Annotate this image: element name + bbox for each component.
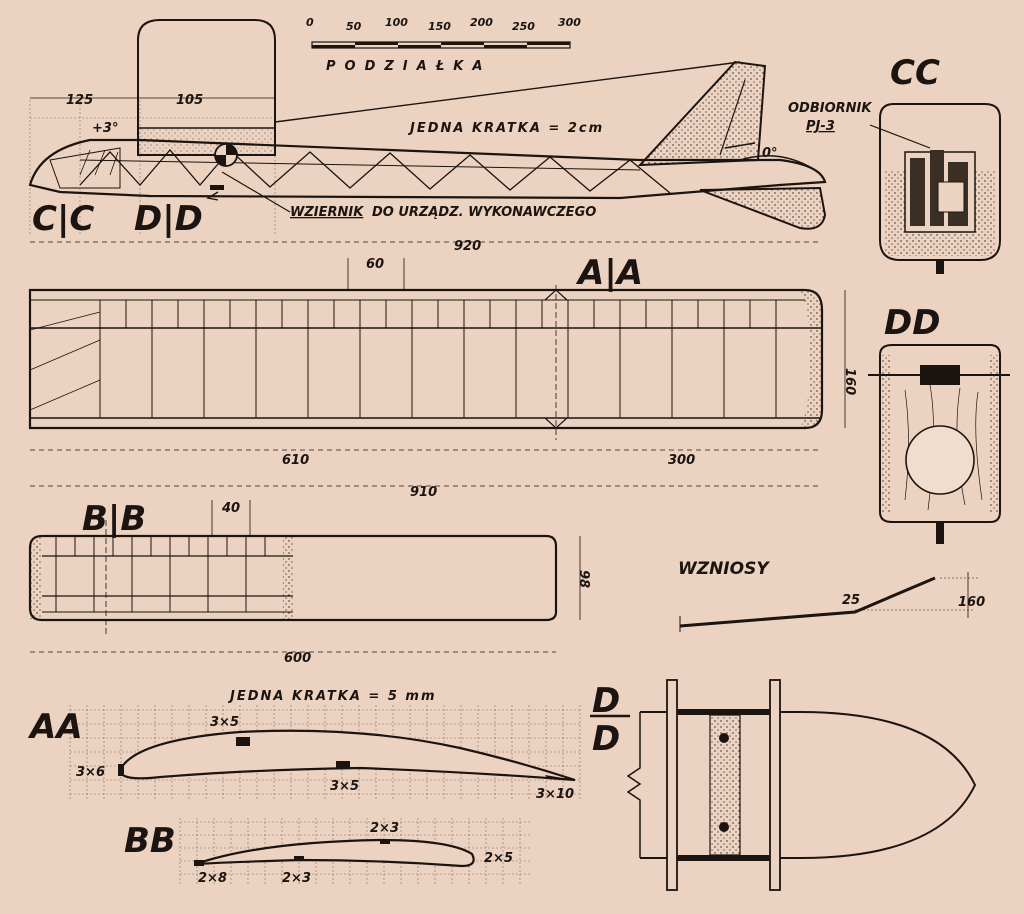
scale-tick-200: 200 bbox=[470, 16, 493, 29]
airfoil-aa-title: AA bbox=[27, 707, 83, 747]
stabilizer-span: 600 bbox=[284, 651, 311, 666]
aa-spar-top: 3×5 bbox=[210, 715, 239, 730]
scale-bar: 0 50 100 150 200 250 300 PODZIAŁKA bbox=[306, 16, 581, 74]
wing-section-label-aa: A|A bbox=[575, 253, 643, 293]
detail-d-view: D D bbox=[590, 679, 977, 891]
scale-label: PODZIAŁKA bbox=[326, 59, 491, 74]
section-label-dd: D|D bbox=[134, 199, 203, 239]
wing-incidence-angle: +3° bbox=[92, 121, 118, 136]
detail-d-title-bottom: D bbox=[592, 719, 620, 759]
airfoil-bb-title: BB bbox=[124, 821, 176, 861]
stabilizer-chord: 98 bbox=[576, 570, 591, 588]
dd-section-view: DD bbox=[868, 303, 1010, 544]
cc-section-view: CC ODBIORNIK PJ-3 bbox=[788, 53, 1001, 274]
airfoil-bb: BB 2×3 2×5 2×8 2×3 bbox=[124, 818, 530, 886]
aa-leading-edge: 3×6 bbox=[76, 765, 105, 780]
scale-tick-50: 50 bbox=[346, 20, 362, 33]
airfoil-aa: JEDNA KRATKA = 5 mm AA 3×5 3×6 3×5 3×10 bbox=[27, 689, 581, 802]
scale-tick-300: 300 bbox=[558, 16, 581, 29]
scale-tick-250: 250 bbox=[512, 20, 535, 33]
bb-leading-edge: 2×8 bbox=[198, 871, 227, 886]
wing-plan-view: A|A 60 160 610 300 910 bbox=[28, 253, 857, 500]
detail-d-title-top: D bbox=[592, 681, 620, 721]
airfoil-grid-note: JEDNA KRATKA = 5 mm bbox=[227, 689, 437, 704]
dim-125: 125 bbox=[66, 93, 93, 108]
section-label-cc: C|C bbox=[32, 199, 94, 239]
stabilizer-section-label-bb: B|B bbox=[82, 499, 146, 539]
bb-trailing-edge: 2×5 bbox=[484, 851, 513, 866]
tail-incidence-angle: 0° bbox=[762, 146, 778, 161]
wing-span-total: 910 bbox=[410, 485, 437, 500]
scale-tick-150: 150 bbox=[428, 20, 451, 33]
dihedral-rise: 25 bbox=[842, 593, 860, 608]
wing-span-outer: 300 bbox=[668, 453, 695, 468]
aa-spar-bottom: 3×5 bbox=[330, 779, 359, 794]
bb-spar-top: 2×3 bbox=[370, 821, 399, 836]
wing-chord: 160 bbox=[842, 368, 857, 395]
peephole-label: WZIERNIK bbox=[290, 205, 364, 220]
aa-trailing-edge: 3×10 bbox=[536, 787, 574, 802]
dim-105: 105 bbox=[176, 93, 203, 108]
dihedral-title: WZNIOSY bbox=[678, 559, 770, 579]
receiver-model: PJ-3 bbox=[806, 119, 835, 134]
fuselage-length: 920 bbox=[454, 239, 481, 254]
peephole-description: DO URZĄDZ. WYKONAWCZEGO bbox=[372, 205, 596, 220]
dihedral-diagram: WZNIOSY 25 160 bbox=[678, 559, 985, 632]
receiver-label: ODBIORNIK bbox=[788, 101, 872, 116]
wing-span-inner: 610 bbox=[282, 453, 309, 468]
scale-tick-100: 100 bbox=[385, 16, 408, 29]
dihedral-length: 160 bbox=[958, 595, 985, 610]
cc-section-title: CC bbox=[890, 53, 940, 93]
fuselage-grid-note: JEDNA KRATKA = 2cm bbox=[407, 121, 604, 136]
stabilizer-rib-spacing: 40 bbox=[221, 501, 240, 516]
stabilizer-plan-view: B|B 40 98 600 bbox=[28, 499, 591, 666]
scale-tick-0: 0 bbox=[306, 16, 314, 29]
bb-spar-bottom: 2×3 bbox=[282, 871, 311, 886]
wing-rib-spacing: 60 bbox=[366, 257, 384, 272]
fuselage-side-view: 125 105 +3° 0° JEDNA KRATKA = 2cm C|C D|… bbox=[28, 19, 827, 254]
dd-section-title: DD bbox=[884, 303, 940, 343]
